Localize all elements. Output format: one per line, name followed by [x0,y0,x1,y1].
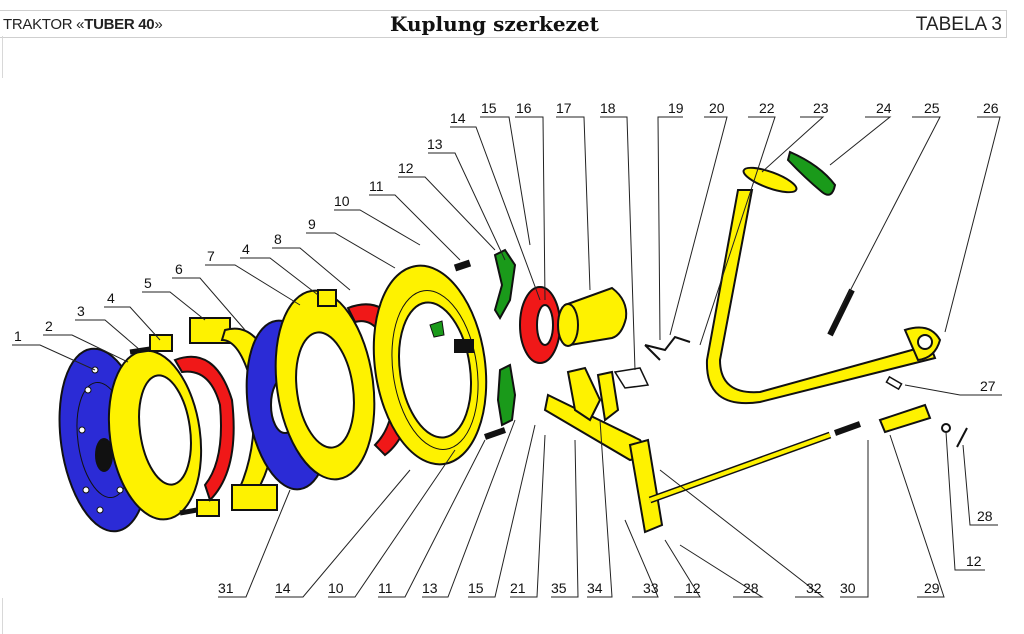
callout-label: 10 [328,580,344,596]
callout-label: 26 [983,100,999,116]
diagram-title: Kuplung szerkezet [390,12,599,36]
callout-label: 11 [369,178,384,194]
part-clutch-cover-9 [372,264,488,466]
callout-label: 15 [481,100,497,116]
tractor-model-label: TRAKTOR «TUBER 40» [3,16,163,33]
part-clevis-29 [878,403,932,434]
callout-label: 28 [743,580,759,596]
callout-label: 2 [45,318,53,334]
part-lever-32 [628,438,664,534]
callout-label: 11 [378,580,393,596]
part-bearing-sleeve-17 [557,286,628,347]
callout-label: 16 [516,100,532,116]
part-flywheel-plate-2 [107,334,220,521]
title-bar: TRAKTOR «TUBER 40» Kuplung szerkezet TAB… [0,10,1007,38]
callout-label: 24 [876,100,892,116]
part-pedal-pad-24 [786,150,837,196]
part-pressure-plate-7 [274,289,376,481]
callout-label: 25 [924,100,940,116]
callout-label: 12 [966,553,982,569]
callout-label: 21 [510,580,526,596]
callout-label: 22 [759,100,775,116]
callout-label: 5 [144,275,152,291]
callout-label: 30 [840,580,856,596]
part-cotter-pin-28 [956,427,968,448]
callout-label: 33 [643,580,659,596]
margin-line [2,36,3,78]
part-pin-27 [885,375,903,391]
callout-label: 3 [77,303,85,319]
callout-label: 12 [685,580,701,596]
callout-label: 14 [275,580,291,596]
callout-label: 13 [427,136,443,152]
callouts-bottom: 31 14 10 11 13 15 21 35 34 33 12 28 32 3… [218,580,940,596]
part-washer-12 [941,423,951,433]
part-release-bearing-16 [519,286,561,364]
callout-label: 13 [422,580,438,596]
callout-label: 34 [587,580,603,596]
callout-label: 14 [450,110,466,126]
callout-label: 35 [551,580,567,596]
callout-label: 32 [806,580,822,596]
part-friction-ring-5 [173,355,235,502]
part-plate-18 [613,367,650,389]
part-pull-rod-30 [648,421,862,504]
callouts-right: 27 28 12 [966,378,996,569]
margin-line-bottom [2,598,3,634]
leader-lines [12,116,1002,598]
callout-label: 12 [398,160,414,176]
callout-label: 6 [175,261,183,277]
callout-label: 1 [14,328,22,344]
callout-label: 10 [334,193,350,209]
part-release-lever-13 [493,248,517,427]
callout-label: 18 [600,100,616,116]
callout-label: 8 [274,231,282,247]
callout-label: 29 [924,580,940,596]
callout-label: 20 [709,100,725,116]
callouts-top: 1 2 3 4 5 6 7 4 8 9 10 11 12 13 14 15 16… [14,100,999,344]
part-bracket-20 [644,335,691,361]
table-number: TABELA 3 [915,14,1002,35]
callout-label: 23 [813,100,829,116]
callout-label: 28 [977,508,993,524]
part-springs-11 [453,259,506,440]
part-pedal-23 [705,166,942,405]
part-spring-25 [827,288,855,337]
callout-label: 31 [218,580,234,596]
callout-label: 9 [308,216,316,232]
callout-label: 27 [980,378,996,394]
callout-label: 15 [468,580,484,596]
callout-label: 4 [107,290,115,306]
callout-label: 4 [242,241,250,257]
callout-label: 19 [668,100,684,116]
callout-label: 17 [556,100,572,116]
callout-label: 7 [207,248,215,264]
